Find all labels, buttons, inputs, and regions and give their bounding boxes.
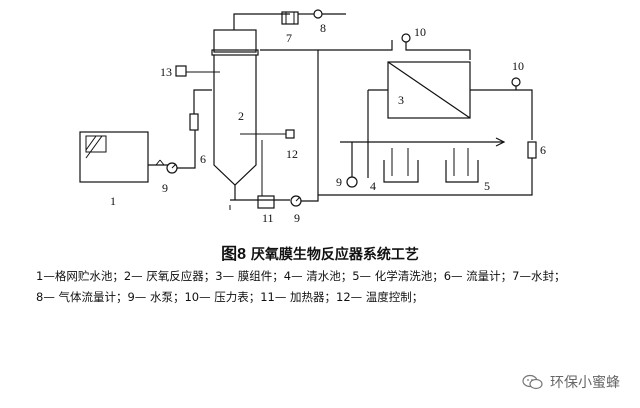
water-seal-icon [281,11,299,25]
pressure-gauge-right-icon [511,77,521,87]
process-diagram: 1 9 6 13 2 12 7 8 11 9 [79,9,546,225]
pressure-gauge-top-icon [401,33,411,43]
legend-line-1: 1—格网贮水池；2— 厌氧反应器；3— 膜组件；4— 清水池；5— 化学清洗池；… [36,269,566,283]
circulation-pump-icon [290,195,302,207]
watermark-text: 环保小蜜蜂 [550,375,620,391]
label-flowmeter-2: 6 [540,143,546,157]
figure-number: 图8 [221,246,247,263]
label-gauge-2: 10 [512,59,524,73]
label-gauge-1: 10 [414,25,426,39]
control-box-13 [175,65,187,77]
figure-caption: 图8 厌氧膜生物反应器系统工艺 [0,240,640,264]
label-reactor: 2 [238,109,244,123]
label-pump-3: 9 [336,175,342,189]
cleaning-pump-icon [346,176,358,188]
legend-line-2: 8— 气体流量计；9— 水泵；10— 压力表；11— 加热器；12— 温度控制； [36,290,424,304]
flowmeter-right-icon [527,141,537,159]
flowmeter-left-icon [189,113,199,131]
clear-water-pool [383,148,419,183]
label-pump-1: 9 [162,181,168,195]
label-gas-meter: 8 [320,21,326,35]
label-clear-pool: 4 [370,179,376,193]
label-flowmeter-1: 6 [200,152,206,166]
reactor [211,13,290,200]
label-tank: 1 [110,194,116,208]
figure-title: 厌氧膜生物反应器系统工艺 [250,247,419,263]
label-pump-2: 9 [294,211,300,225]
wechat-icon [522,374,543,390]
label-membrane: 3 [398,93,404,107]
gas-meter-icon [313,9,323,19]
label-temp-ctrl: 12 [286,147,298,161]
label-top-ctrl: 13 [160,65,172,79]
heater-box [257,195,275,209]
membrane-module [387,61,471,119]
watermark: 环保小蜜蜂 [522,372,620,392]
label-heater: 11 [262,211,274,225]
label-water-seal: 7 [286,31,292,45]
storage-tank [79,131,149,183]
label-chem-pool: 5 [484,179,490,193]
temp-control-box [285,129,295,139]
chemical-cleaning-pool [445,148,479,183]
feed-pump-icon [166,162,178,174]
